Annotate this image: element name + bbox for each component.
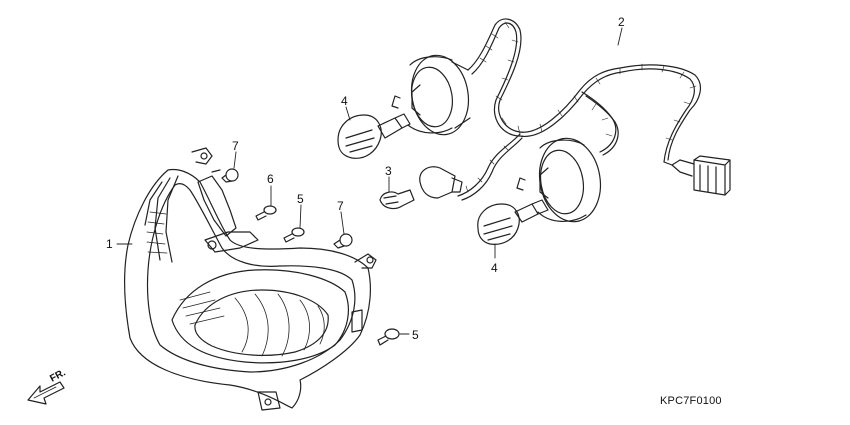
screw-lower-5 (377, 328, 400, 346)
screw-upper-7 (211, 168, 239, 183)
wire-harness (457, 18, 731, 201)
callout-4-upper: 4 (341, 94, 348, 108)
screw-lower-7 (333, 233, 353, 249)
front-direction-arrow (27, 381, 65, 405)
callout-3: 3 (385, 164, 392, 178)
callout-2: 2 (618, 15, 625, 29)
bulb-upper-4 (337, 113, 411, 159)
screw-6 (255, 205, 277, 221)
headlight-assembly (124, 147, 377, 411)
drawing-code: KPC7F0100 (660, 395, 722, 407)
upper-bulb-socket (391, 54, 471, 136)
callout-5-upper: 5 (297, 192, 304, 206)
direction-label: FR. (48, 367, 68, 384)
leader-lines (116, 27, 623, 335)
lower-bulb-socket (516, 137, 602, 223)
screw-upper-5 (283, 227, 305, 243)
callout-6: 6 (267, 172, 274, 186)
callout-7-lower: 7 (337, 199, 344, 213)
bulb-small-3 (379, 166, 463, 210)
bulb-lower-4 (477, 199, 549, 245)
callout-numbers: 1 2 3 4 4 5 5 6 7 7 FR. (48, 15, 625, 385)
callout-7-upper: 7 (232, 139, 239, 153)
callout-1: 1 (106, 237, 113, 251)
callout-5-lower: 5 (412, 328, 419, 342)
callout-4-lower: 4 (491, 261, 498, 275)
